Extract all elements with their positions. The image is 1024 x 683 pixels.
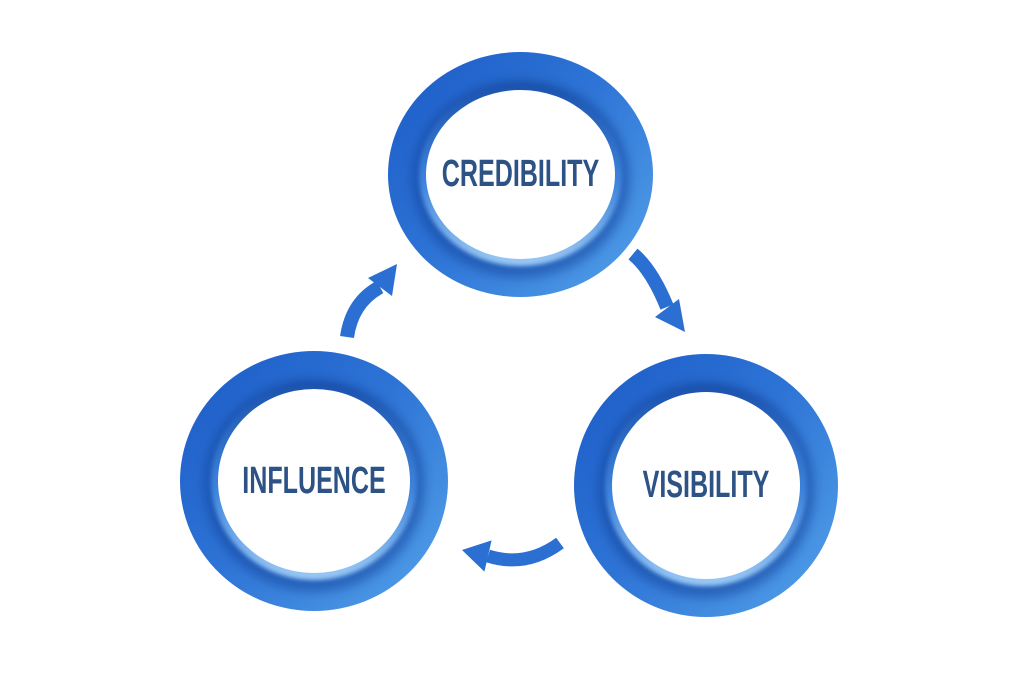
node-credibility-label: CREDIBILITY xyxy=(441,153,600,195)
arrow-visibility-to-influence-icon xyxy=(462,537,564,572)
arrow-credibility-to-visibility-icon xyxy=(628,248,685,332)
ring-inner-disc xyxy=(218,389,410,573)
node-influence-label: INFLUENCE xyxy=(242,459,386,502)
node-visibility: VISIBILITY xyxy=(574,354,838,617)
ring-inner-disc xyxy=(426,90,615,259)
node-influence: INFLUENCE xyxy=(180,351,448,611)
ring-inner-disc xyxy=(612,392,800,579)
arrow-influence-to-credibility-icon xyxy=(340,264,397,339)
node-credibility: CREDIBILITY xyxy=(388,52,653,297)
node-visibility-label: VISIBILITY xyxy=(642,464,770,506)
